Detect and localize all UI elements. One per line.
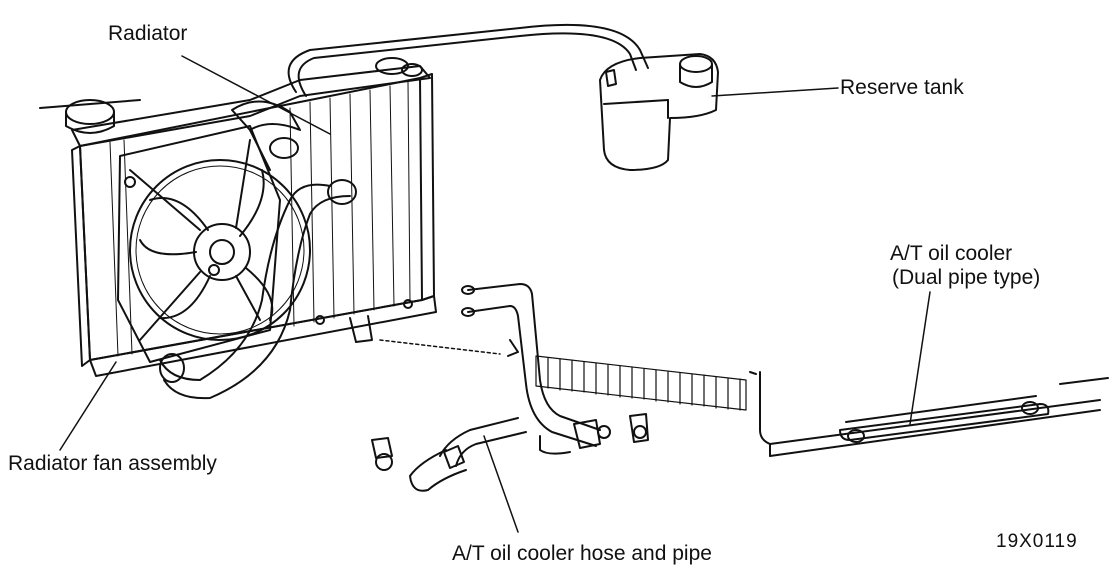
oil-cooler xyxy=(749,371,1109,457)
radiator-cap xyxy=(39,99,141,134)
overflow-hose xyxy=(287,23,649,97)
reserve-tank xyxy=(599,53,719,171)
radiator-fan-assembly xyxy=(117,125,311,363)
lower-hose xyxy=(159,179,357,400)
label-hose-and-pipe: A/T oil cooler hose and pipe xyxy=(452,542,712,565)
label-radiator: Radiator xyxy=(108,22,188,45)
upper-hose xyxy=(231,100,301,171)
break-hatching xyxy=(535,355,747,411)
leader-fan-assembly xyxy=(59,361,117,451)
leader-oil-cooler xyxy=(909,291,931,425)
leader-radiator xyxy=(181,55,331,135)
label-oil-cooler-line1: A/T oil cooler xyxy=(890,242,1013,265)
label-oil-cooler-line2: (Dual pipe type) xyxy=(892,266,1041,289)
label-fan-assembly: Radiator fan assembly xyxy=(8,452,217,475)
leader-hose-and-pipe xyxy=(483,435,519,533)
leader-reserve-tank xyxy=(711,87,839,97)
oil-cooler-hose-and-pipe xyxy=(371,283,649,492)
figure-code: 19X0119 xyxy=(996,531,1078,552)
label-reserve-tank: Reserve tank xyxy=(840,76,964,99)
cut-line xyxy=(379,339,501,355)
radiator xyxy=(71,65,437,377)
